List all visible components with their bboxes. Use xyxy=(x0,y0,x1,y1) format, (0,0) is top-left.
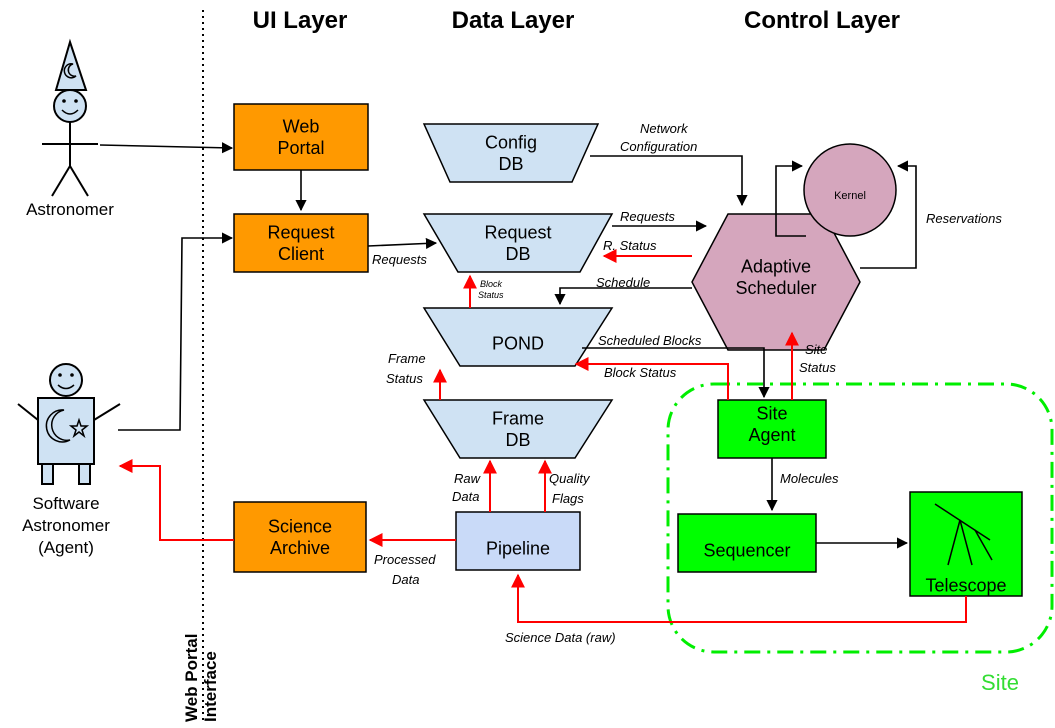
label-site-status-line2: Status xyxy=(799,360,836,375)
telescope-icon xyxy=(934,503,993,566)
label-r-status: R. Status xyxy=(603,238,657,253)
label-block-status: Block Status xyxy=(604,365,677,380)
science-archive-label-line1: Science xyxy=(268,517,332,537)
frame-db-label-line1: Frame xyxy=(492,409,544,429)
edge-science-archive-to-agent xyxy=(118,459,234,541)
data-layer-heading: Data Layer xyxy=(452,7,575,34)
edge-request-client-to-request-db xyxy=(367,237,438,250)
request-client-label-line1: Request xyxy=(267,223,334,243)
telescope-node: Telescope xyxy=(909,491,1023,597)
label-quality-flags-line1: Quality xyxy=(549,471,591,486)
edge-pond-to-site-agent xyxy=(582,347,770,399)
science-archive-label-line2: Archive xyxy=(270,538,330,558)
software-astronomer-label-line2: Astronomer xyxy=(22,516,110,535)
svg-text:Pipeline: Pipeline xyxy=(486,538,550,558)
interface-label-line2: Interface xyxy=(201,651,220,722)
adaptive-scheduler-label-line2: Scheduler xyxy=(735,278,816,298)
request-db-label-line2: DB xyxy=(505,244,530,264)
svg-text:POND: POND xyxy=(492,333,544,353)
kernel-label-line1: Kernel xyxy=(834,190,866,202)
edge-scheduler-to-pond xyxy=(554,287,692,306)
edge-astronomer-to-web-portal xyxy=(99,142,234,154)
label-frame-status-line1: Frame xyxy=(388,351,426,366)
label-network-config-line1: Network xyxy=(640,121,689,136)
site-region xyxy=(666,382,1054,654)
telescope-label-line1: Telescope xyxy=(925,575,1006,595)
web-portal-label-line2: Portal xyxy=(277,138,324,158)
request-client-label-line2: Client xyxy=(278,244,324,264)
edge-scheduler-to-kernel xyxy=(860,160,917,269)
config-db-label-line2: DB xyxy=(498,154,523,174)
sequencer-label-line1: Sequencer xyxy=(703,540,790,560)
label-quality-flags-line2: Flags xyxy=(552,491,584,506)
label-processed-data-line1: Processed xyxy=(374,552,436,567)
label-frame-status-line2: Status xyxy=(386,371,423,386)
label-block-status-small-line2: Status xyxy=(478,290,504,300)
ui-layer-heading: UI Layer xyxy=(253,7,348,34)
software-astronomer-label-line3: (Agent) xyxy=(38,538,94,557)
request-db-label-line1: Request xyxy=(484,223,551,243)
edge-telescope-to-pipeline xyxy=(511,573,967,623)
label-raw-data-line1: Raw xyxy=(454,471,482,486)
label-reservations: Reservations xyxy=(926,211,1002,226)
pond-label-line1: POND xyxy=(492,333,544,353)
pond-node: POND xyxy=(422,307,614,367)
svg-text:Kernel: Kernel xyxy=(834,190,866,202)
edge-config-db-to-scheduler xyxy=(590,155,748,207)
software-astronomer-label-line1: Software xyxy=(32,494,99,513)
frame-db-label-line2: DB xyxy=(505,430,530,450)
astronomer-label: Astronomer xyxy=(26,200,114,219)
astronomer-actor-icon xyxy=(42,38,98,197)
pipeline-node: Pipeline xyxy=(455,511,581,571)
edge-kernel-to-scheduler xyxy=(775,160,806,237)
control-layer-heading: Control Layer xyxy=(744,7,900,34)
site-agent-label-line1: Site xyxy=(756,404,787,424)
label-requests-in: Requests xyxy=(372,252,427,267)
adaptive-scheduler-label-line1: Adaptive xyxy=(741,257,811,277)
web-portal-label-line1: Web xyxy=(283,117,320,137)
config-db-label-line1: Config xyxy=(485,133,537,153)
label-scheduled-blocks: Scheduled Blocks xyxy=(598,333,702,348)
pipeline-label-line1: Pipeline xyxy=(486,538,550,558)
label-network-config-line2: Configuration xyxy=(620,139,697,154)
label-requests-out: Requests xyxy=(620,209,675,224)
edge-site-agent-to-pond-status xyxy=(574,357,729,400)
sequencer-node: Sequencer xyxy=(677,513,817,573)
label-science-data: Science Data (raw) xyxy=(505,630,616,645)
software-astronomer-robot-icon xyxy=(17,363,121,485)
label-processed-data-line2: Data xyxy=(392,572,419,587)
label-block-status-small-line1: Block xyxy=(480,279,503,289)
edge-agent-to-request-client xyxy=(118,232,234,431)
label-schedule: Schedule xyxy=(596,275,650,290)
label-site-status-line1: Site xyxy=(805,342,827,357)
svg-text:Telescope: Telescope xyxy=(925,575,1006,595)
label-raw-data-line2: Data xyxy=(452,489,479,504)
site-region-label: Site xyxy=(981,670,1019,695)
kernel-node: Kernel xyxy=(803,143,897,237)
interface-label-line1: Web Portal xyxy=(182,634,201,722)
svg-text:Sequencer: Sequencer xyxy=(703,540,790,560)
label-molecules: Molecules xyxy=(780,471,839,486)
site-agent-label-line2: Agent xyxy=(748,425,795,445)
